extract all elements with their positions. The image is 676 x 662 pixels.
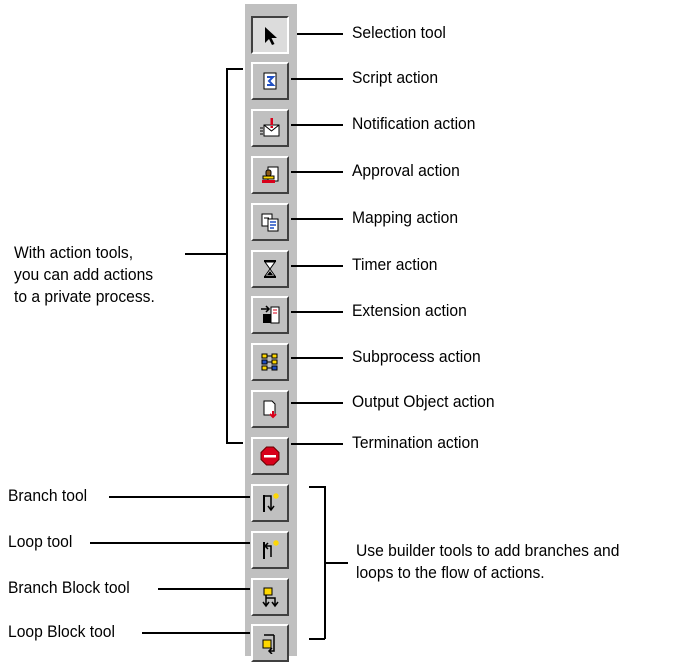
label-loop-tool: Loop tool xyxy=(8,532,73,551)
loop-block-icon xyxy=(259,632,281,654)
label-extension-action: Extension action xyxy=(352,301,467,320)
label-branch-tool: Branch tool xyxy=(8,486,88,505)
label-output-object-action: Output Object action xyxy=(352,392,495,411)
action-tools-note-line: to a private process. xyxy=(14,287,155,306)
leader-line xyxy=(291,311,343,313)
leader-line xyxy=(291,265,343,267)
builder-tools-note: Use builder tools to add branches and lo… xyxy=(356,540,619,584)
label-mapping-action: Mapping action xyxy=(352,208,459,227)
mapping-icon xyxy=(259,211,281,233)
label-termination-action: Termination action xyxy=(352,433,479,452)
leader-line xyxy=(324,562,348,564)
branch-block-tool-button[interactable] xyxy=(251,578,289,616)
loop-tool-button[interactable] xyxy=(251,531,289,569)
leader-line xyxy=(291,218,343,220)
bracket-tick xyxy=(309,486,325,488)
leader-line xyxy=(291,443,343,445)
termination-action-button[interactable] xyxy=(251,437,289,475)
notification-action-button[interactable] xyxy=(251,109,289,147)
subprocess-action-button[interactable] xyxy=(251,343,289,381)
leader-line xyxy=(291,171,343,173)
mapping-action-button[interactable] xyxy=(251,203,289,241)
label-loop-block-tool: Loop Block tool xyxy=(8,622,115,641)
arrow-cursor-icon xyxy=(259,24,281,46)
toolbar xyxy=(245,4,297,662)
leader-line xyxy=(109,496,250,498)
builder-tools-note-line: Use builder tools to add branches and xyxy=(356,541,620,560)
timer-action-button[interactable] xyxy=(251,250,289,288)
label-subprocess-action: Subprocess action xyxy=(352,347,481,366)
leader-line xyxy=(297,33,343,35)
envelope-alert-icon xyxy=(259,117,281,139)
action-tools-note: With action tools, you can add actions t… xyxy=(14,242,155,308)
leader-line xyxy=(185,253,227,255)
branch-icon xyxy=(259,492,281,514)
label-selection-tool: Selection tool xyxy=(352,23,446,42)
loop-block-tool-button[interactable] xyxy=(251,624,289,662)
action-tools-note-line: With action tools, xyxy=(14,243,134,262)
stamp-icon xyxy=(259,164,281,186)
leader-line xyxy=(142,632,250,634)
label-branch-block-tool: Branch Block tool xyxy=(8,578,130,597)
label-approval-action: Approval action xyxy=(352,161,460,180)
bracket-tick xyxy=(309,638,325,640)
branch-tool-button[interactable] xyxy=(251,484,289,522)
leader-line xyxy=(291,124,343,126)
hourglass-icon xyxy=(259,258,281,280)
leader-line xyxy=(291,357,343,359)
script-icon xyxy=(259,70,281,92)
leader-line xyxy=(158,588,250,590)
extension-icon xyxy=(259,304,281,326)
leader-line xyxy=(90,542,250,544)
leader-line xyxy=(291,402,343,404)
approval-action-button[interactable] xyxy=(251,156,289,194)
action-tools-bracket xyxy=(226,68,228,443)
script-action-button[interactable] xyxy=(251,62,289,100)
subprocess-icon xyxy=(259,351,281,373)
branch-block-icon xyxy=(259,586,281,608)
action-tools-note-line: you can add actions xyxy=(14,265,154,284)
label-script-action: Script action xyxy=(352,68,439,87)
output-object-icon xyxy=(259,398,281,420)
label-notification-action: Notification action xyxy=(352,114,476,133)
selection-tool-button[interactable] xyxy=(251,16,289,54)
label-timer-action: Timer action xyxy=(352,255,438,274)
bracket-tick xyxy=(226,68,243,70)
extension-action-button[interactable] xyxy=(251,296,289,334)
builder-tools-note-line: loops to the flow of actions. xyxy=(356,563,545,582)
bracket-tick xyxy=(226,442,243,444)
output-object-action-button[interactable] xyxy=(251,390,289,428)
leader-line xyxy=(291,78,343,80)
loop-icon xyxy=(259,539,281,561)
stop-sign-icon xyxy=(259,445,281,467)
